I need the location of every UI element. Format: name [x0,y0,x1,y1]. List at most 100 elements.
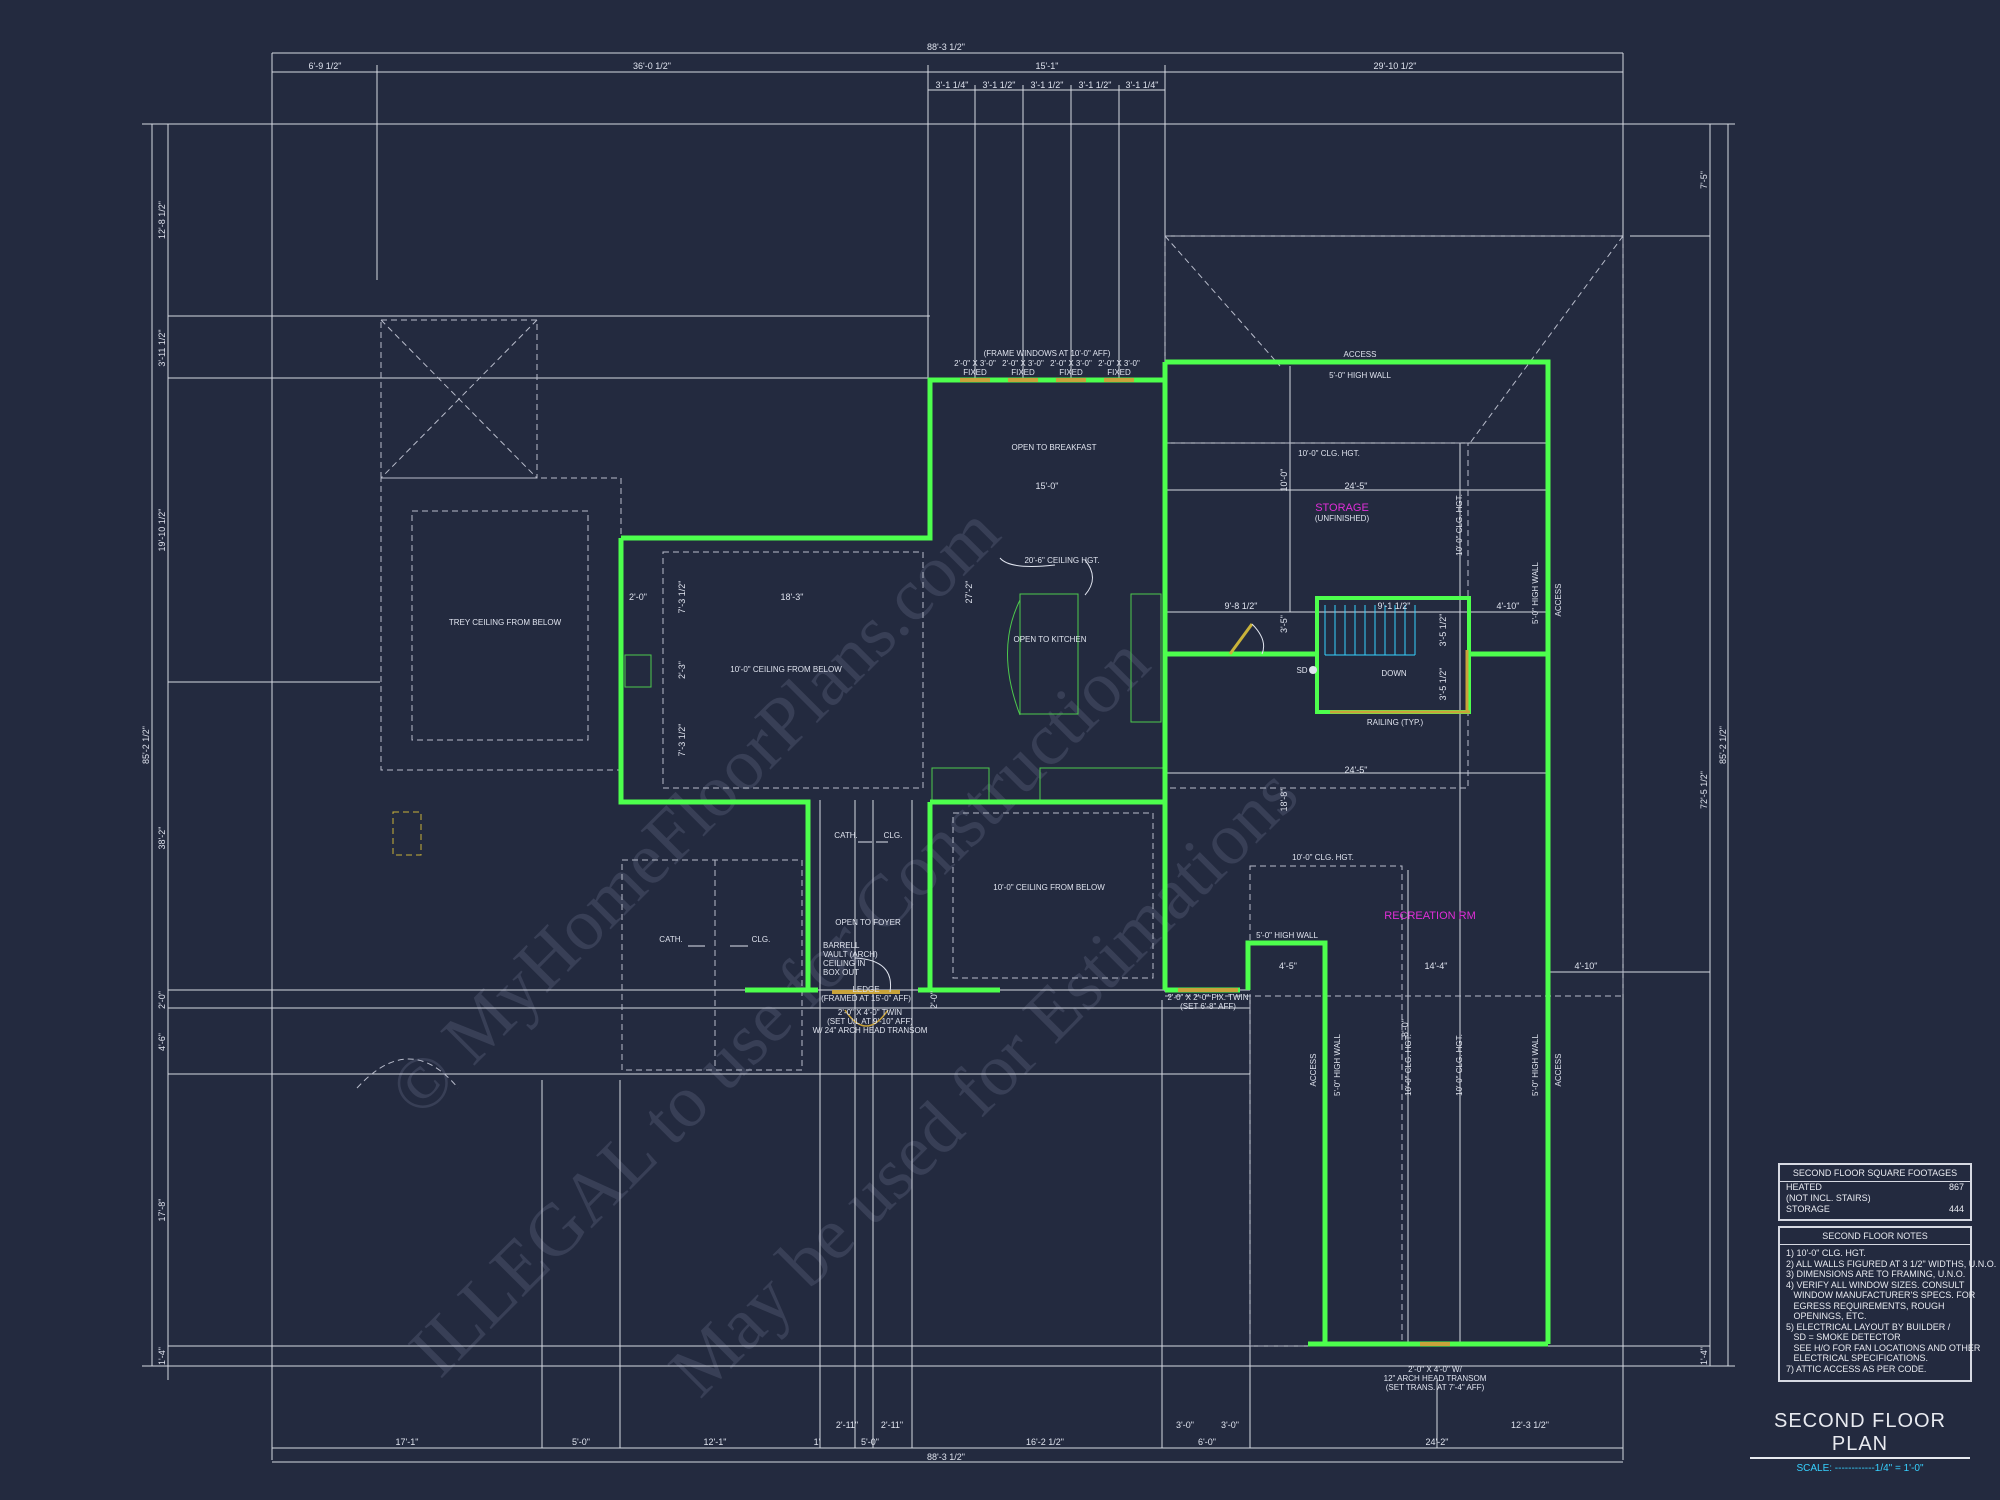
dim-bot-s4: 3'-0" [1221,1420,1239,1430]
clg-vert-2: 10'-0" CLG. HGT. [1404,1034,1413,1096]
dim-int-19: 4'-10" [1575,961,1598,971]
dim-right-overall: 85'-2 1/2" [1718,726,1728,764]
access-vert-1: ACCESS [1554,584,1563,617]
vertical-labels: 10'-0" CLG. HGT. 10'-0" CLG. HGT. 10'-0"… [1309,494,1563,1096]
room-labels: STORAGE (UNFINISHED) RECREATION RM OPEN … [449,349,1476,944]
dim-right-2: 72'-5 1/2" [1699,771,1709,809]
cath-label-2: CATH. [659,935,682,944]
dim-int-13: 3'-5" [1279,615,1289,633]
storage-label: STORAGE [1315,502,1369,514]
dim-bot-6: 16'-2 1/2" [1026,1437,1064,1447]
label-line: BOX OUT [823,968,859,977]
dim-bot-s3: 3'-0" [1176,1420,1194,1430]
clg-storage-label: 10'-0" CLG. HGT. [1298,449,1360,458]
label-line: 2'-0" X 3'-0" [1050,359,1092,368]
wall-vert-3: 5'-0" HIGH WALL [1531,1034,1540,1096]
dim-left-overall: 85'-2 1/2" [141,726,151,764]
dim-bot-s2: 2'-11" [881,1420,903,1430]
dim-bot-3: 12'-1" [704,1437,727,1447]
dim-win-3: 3'-1 1/2" [1031,80,1064,90]
dim-int-17: 18'-8" [1279,789,1289,812]
footage-label: STORAGE [1786,1204,1830,1214]
label-line: 12" ARCH HEAD TRANSOM [1384,1374,1487,1383]
door [1228,623,1265,655]
dim-win-4: 3'-1 1/2" [1079,80,1112,90]
label-line: FIXED [963,368,987,377]
left-dimensions: 85'-2 1/2" 12'-8 1/2" 3'-11 1/2" 19'-10 … [141,201,167,1365]
clg-kitchen-label: 20'-6" CEILING HGT. [1024,556,1099,565]
clg-label-2: CLG. [752,935,771,944]
windows [832,378,1450,1346]
dim-int-16: 24'-5" [1345,765,1368,775]
dim-int-7: 27'-2" [964,581,974,604]
dim-left-6: 4'-6" [157,1033,167,1051]
label-line: 2'-0" X 4'-0" W/ [1408,1365,1462,1374]
dim-int-5: 7'-3 1/2" [677,724,687,757]
dim-int-4: 2'-3" [677,661,687,679]
dim-bot-2: 5'-0" [572,1437,590,1447]
dim-top-4: 29'-10 1/2" [1374,61,1417,71]
dim-left-5: 2'-0" [157,991,167,1009]
open-kitchen-label: OPEN TO KITCHEN [1013,635,1086,644]
access-vert-2: ACCESS [1309,1054,1318,1087]
fixed-window-1: 2'-0" X 3'-0"FIXED [954,359,996,377]
open-breakfast-label: OPEN TO BREAKFAST [1011,443,1096,452]
notes-title: SECOND FLOOR NOTES [1780,1228,1970,1245]
down-label: DOWN [1381,669,1407,678]
trey-ceiling-label: TREY CEILING FROM BELOW [449,618,562,627]
dimension-lines [142,52,1735,1463]
ceiling-left-label: 10'-0" CEILING FROM BELOW [730,665,842,674]
dim-int-21: 8'-0" [1400,1019,1410,1037]
access-top-label: ACCESS [1344,350,1377,359]
dim-int-15: 3'-5 1/2" [1438,668,1448,701]
walls [618,359,1551,1347]
dim-int-9: 10'-0" [1279,469,1289,492]
dim-int-12: 4'-10" [1497,601,1520,611]
label-line: (SET U/L AT 9'-10" AFF) [827,1017,913,1026]
dim-bot-s5: 12'-3 1/2" [1511,1420,1549,1430]
dim-bot-4: 1' [814,1437,821,1447]
dim-right-3: 1'-4" [1699,1347,1709,1365]
bottom-window-label: 2'-0" X 4'-0" W/12" ARCH HEAD TRANSOM(SE… [1384,1365,1487,1392]
dim-left-4: 38'-2" [157,827,167,850]
label-line: LEDGE [852,985,879,994]
label-line: CEILING IN [823,959,865,968]
dim-bot-5: 5'-0" [861,1437,879,1447]
dim-int-18: 14'-4" [1425,961,1448,971]
footage-row: (NOT INCL. STAIRS) [1780,1193,1970,1204]
dim-left-7: 17'-8" [157,1199,167,1222]
interior-dimensions: 18'-3" 2'-0" 7'-3 1/2" 2'-3" 7'-3 1/2" 1… [629,469,1597,1037]
access-vert-3: ACCESS [1554,1054,1563,1087]
dim-left-3: 19'-10 1/2" [157,509,167,552]
label-line: (SET TRANS. AT 7'-4" AFF) [1386,1383,1485,1392]
label-line: FIXED [1107,368,1131,377]
dim-int-10: 9'-8 1/2" [1225,601,1258,611]
dim-bot-s1: 2'-11" [836,1420,858,1430]
recreation-label: RECREATION RM [1384,910,1475,922]
dim-win-5: 3'-1 1/4" [1126,80,1159,90]
footage-label: (NOT INCL. STAIRS) [1786,1193,1871,1203]
note-item: 1) 10'-0" CLG. HGT. [1786,1248,1866,1258]
dim-int-3: 7'-3 1/2" [677,581,687,614]
dim-left-1: 12'-8 1/2" [157,201,167,239]
dim-int-6: 15'-0" [1036,481,1059,491]
wall-rec-label: 5'-0" HIGH WALL [1256,931,1318,940]
label-line: BARRELL [823,941,860,950]
label-line: FIXED [1011,368,1035,377]
wall-top-label: 5'-0" HIGH WALL [1329,371,1391,380]
note-item: 2) ALL WALLS FIGURED AT 3 1/2" WIDTHS, U… [1786,1258,1997,1269]
dim-bot-7: 6'-0" [1198,1437,1216,1447]
right-dimensions: 85'-2 1/2" 7'-5" 72'-5 1/2" 1'-4" [1699,171,1728,1365]
ledge-label: LEDGE(FRAMED AT 15'-0" AFF) [821,985,911,1003]
note-item: 7) ATTIC ACCESS AS PER CODE. [1786,1363,1927,1374]
label-line: VAULT (ARCH) [823,950,878,959]
dim-left-2: 3'-11 1/2" [157,329,167,366]
clg-vert-1: 10'-0" CLG. HGT. [1455,494,1464,556]
plan-scale: SCALE: ------------1/4" = 1'-0" [1796,1463,1924,1474]
footage-value: 867 [1948,1182,1964,1192]
clg-label-1: CLG. [884,831,903,840]
